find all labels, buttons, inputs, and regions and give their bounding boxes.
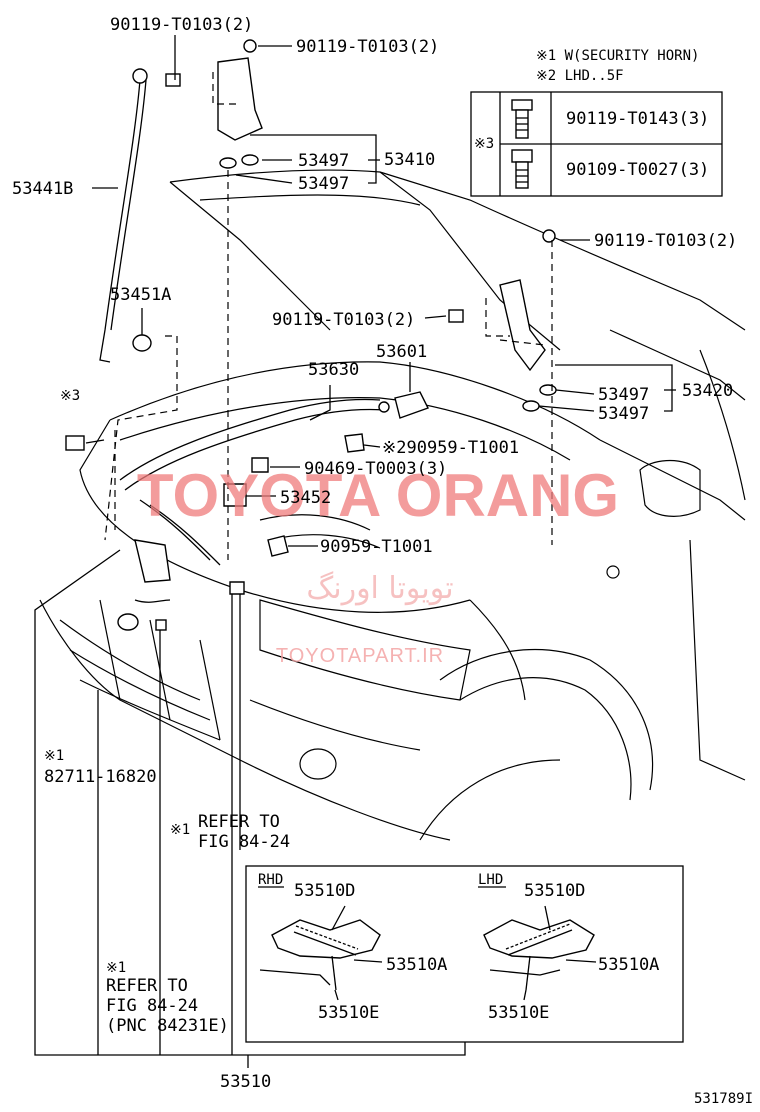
callout-53497: 53497: [598, 404, 649, 424]
callout-marker-3: ※3: [60, 388, 80, 404]
callouts: 90119-T0103(2) 90119-T0103(2) 53441B 534…: [12, 15, 753, 1107]
detail-rhd: RHD 53510D 53510A 53510E: [258, 872, 447, 1023]
callout-82711: 82711-16820: [44, 767, 157, 787]
detail-rhd-label: RHD: [258, 872, 283, 888]
detail-lhd-d: 53510D: [524, 881, 585, 901]
callout-refer-line: FIG 84-24: [106, 996, 198, 1016]
callout-53497: 53497: [298, 151, 349, 171]
detail-lhd-a: 53510A: [598, 955, 659, 975]
watermark-brand: TOYOTA ORANG: [137, 462, 619, 529]
dashed-guides: [104, 72, 553, 560]
fastener-row-part: 90109-T0027(3): [566, 160, 709, 180]
watermark-persian: تویوتا اورنگ: [306, 571, 453, 606]
callout-refer-line: FIG 84-24: [198, 832, 290, 852]
bolt-icon: [511, 99, 533, 139]
callout-53410: 53410: [384, 150, 435, 170]
callout-refer-line: (PNC 84231E): [106, 1016, 229, 1036]
callout-refer-line: REFER TO: [198, 812, 280, 832]
callout-53441b: 53441B: [12, 179, 73, 199]
callout-90959: 90959-T1001: [320, 537, 433, 557]
diagram-id: 531789I: [694, 1091, 753, 1107]
callout-53510: 53510: [220, 1072, 271, 1092]
fastener-table-marker: ※3: [474, 136, 494, 152]
detail-rhd-a: 53510A: [386, 955, 447, 975]
detail-rhd-d: 53510D: [294, 881, 355, 901]
detail-lhd: LHD 53510D 53510A 53510E: [478, 872, 659, 1023]
callout-53497: 53497: [598, 385, 649, 405]
callout-90959-lhd: ※290959-T1001: [382, 438, 519, 458]
bolt-icon: [511, 149, 533, 189]
callout-refer-marker: ※1: [106, 960, 126, 976]
note-lhd: ※2 LHD..5F: [536, 68, 624, 84]
watermark: TOYOTA ORANG تویوتا اورنگ TOYOTAPART.IR: [137, 462, 619, 667]
watermark-site: TOYOTAPART.IR: [276, 645, 444, 667]
fastener-table: ※3 90119-T0143(3) 90109-T0027(3): [470, 91, 723, 197]
callout-53451a: 53451A: [110, 285, 171, 305]
detail-lhd-label: LHD: [478, 872, 503, 888]
callout-90119-mid: 90119-T0103(2): [272, 310, 415, 330]
callout-53420: 53420: [682, 381, 733, 401]
callout-90119-top-right: 90119-T0103(2): [296, 37, 439, 57]
fastener-row-part: 90119-T0143(3): [566, 109, 709, 129]
leader-lines: [34, 35, 676, 1068]
callout-53497: 53497: [298, 174, 349, 194]
note-security-horn: ※1 W(SECURITY HORN): [536, 48, 699, 64]
callout-refer-line: REFER TO: [106, 976, 188, 996]
callout-90469: 90469-T0003(3): [304, 459, 447, 479]
callout-82711-marker: ※1: [44, 748, 64, 764]
detail-lhd-e: 53510E: [488, 1003, 549, 1023]
callout-53630: 53630: [308, 360, 359, 380]
detail-rhd-e: 53510E: [318, 1003, 379, 1023]
callout-refer-marker: ※1: [170, 822, 190, 838]
vehicle-outline: [39, 169, 746, 841]
callout-90119-top-left: 90119-T0103(2): [110, 15, 253, 35]
notes: ※1 W(SECURITY HORN) ※2 LHD..5F: [536, 48, 699, 84]
detail-box: RHD 53510D 53510A 53510E LHD 53510D 5351…: [245, 865, 684, 1043]
callout-53601: 53601: [376, 342, 427, 362]
callout-90119-right: 90119-T0103(2): [594, 231, 737, 251]
parts-art: [65, 39, 557, 631]
callout-53452: 53452: [280, 488, 331, 508]
